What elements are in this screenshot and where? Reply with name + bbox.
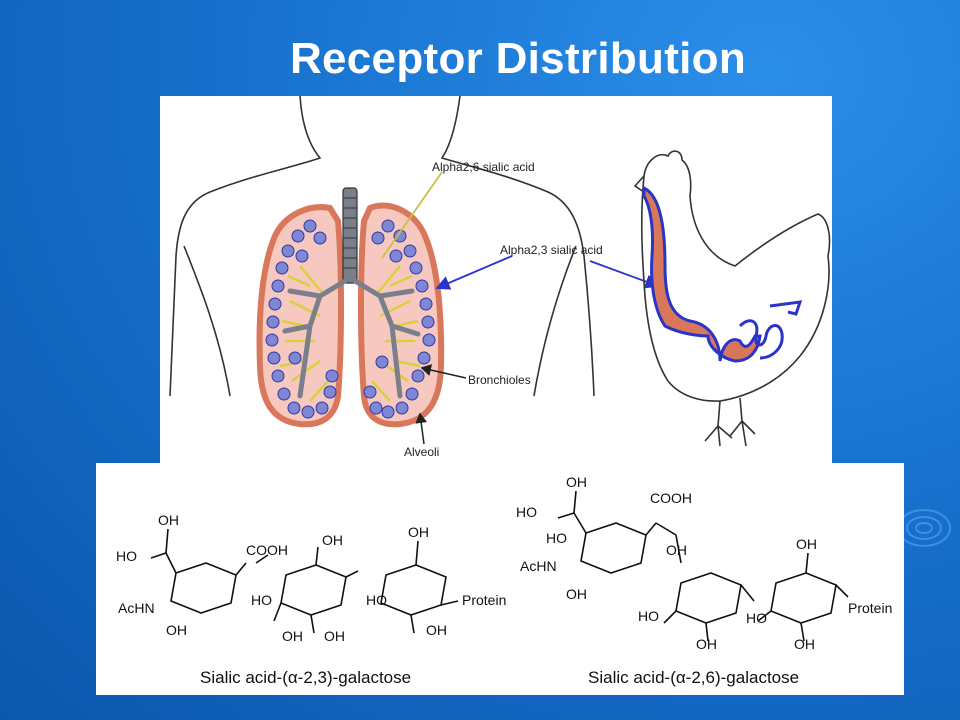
svg-text:HO: HO	[638, 608, 659, 624]
chicken-outline	[633, 150, 831, 447]
svg-text:COOH: COOH	[650, 490, 692, 506]
svg-text:HO: HO	[516, 504, 537, 520]
svg-text:Protein: Protein	[848, 600, 892, 616]
alpha23-label: Alpha2,3 sialic acid	[500, 243, 603, 257]
svg-text:OH: OH	[166, 622, 187, 638]
alpha26-label: Alpha2,6 sialic acid	[432, 160, 535, 174]
alpha23-arrow-human	[435, 255, 513, 290]
svg-text:OH: OH	[282, 628, 303, 644]
svg-text:OH: OH	[566, 586, 587, 602]
svg-text:OH: OH	[158, 512, 179, 528]
svg-text:OH: OH	[794, 636, 815, 652]
svg-text:OH: OH	[324, 628, 345, 644]
alveoli-arrow	[415, 412, 428, 445]
bird-tract	[642, 185, 803, 363]
svg-text:OH: OH	[408, 524, 429, 540]
alveoli-label: Alveoli	[404, 445, 439, 459]
svg-text:HO: HO	[251, 592, 272, 608]
svg-text:HO: HO	[116, 548, 137, 564]
alveoli-left	[265, 219, 339, 419]
alpha26-pointer	[381, 171, 443, 259]
svg-text:OH: OH	[666, 542, 687, 558]
svg-text:OH: OH	[696, 636, 717, 652]
svg-text:HO: HO	[546, 530, 567, 546]
caption-alpha23: Sialic acid-(α-2,3)-galactose	[200, 668, 411, 687]
bronchioles-arrow	[420, 364, 467, 379]
svg-text:HO: HO	[366, 592, 387, 608]
caption-alpha26: Sialic acid-(α-2,6)-galactose	[588, 668, 799, 687]
svg-text:COOH: COOH	[246, 542, 288, 558]
svg-text:AcHN: AcHN	[520, 558, 557, 574]
bronchial-tree	[282, 278, 421, 399]
sialic-acid-structures: OH HO COOH OH OH AcHN OH HO OH OH HO OH …	[96, 463, 904, 695]
structure-alpha23	[150, 528, 459, 634]
structure-alpha26	[557, 490, 849, 642]
alveoli-right	[363, 219, 436, 419]
trachea	[342, 187, 358, 284]
bronchioles-label: Bronchioles	[468, 373, 531, 387]
svg-text:OH: OH	[566, 474, 587, 490]
structure-alpha23-groups: OH HO COOH OH OH AcHN OH HO OH OH HO OH …	[116, 512, 506, 644]
slide-title: Receptor Distribution	[289, 34, 747, 83]
alpha23-arrow-bird	[589, 260, 660, 289]
anatomy-figure: Alpha2,6 sialic acid Alpha2,3 sialic aci…	[160, 95, 832, 466]
svg-text:HO: HO	[746, 610, 767, 626]
svg-text:OH: OH	[796, 536, 817, 552]
svg-text:OH: OH	[426, 622, 447, 638]
structure-alpha26-groups: OH HO COOH HO AcHN OH OH HO HO OH OH OH …	[516, 474, 892, 652]
svg-text:AcHN: AcHN	[118, 600, 155, 616]
svg-text:OH: OH	[322, 532, 343, 548]
svg-text:Protein: Protein	[462, 592, 506, 608]
human-torso-outline	[169, 95, 595, 397]
